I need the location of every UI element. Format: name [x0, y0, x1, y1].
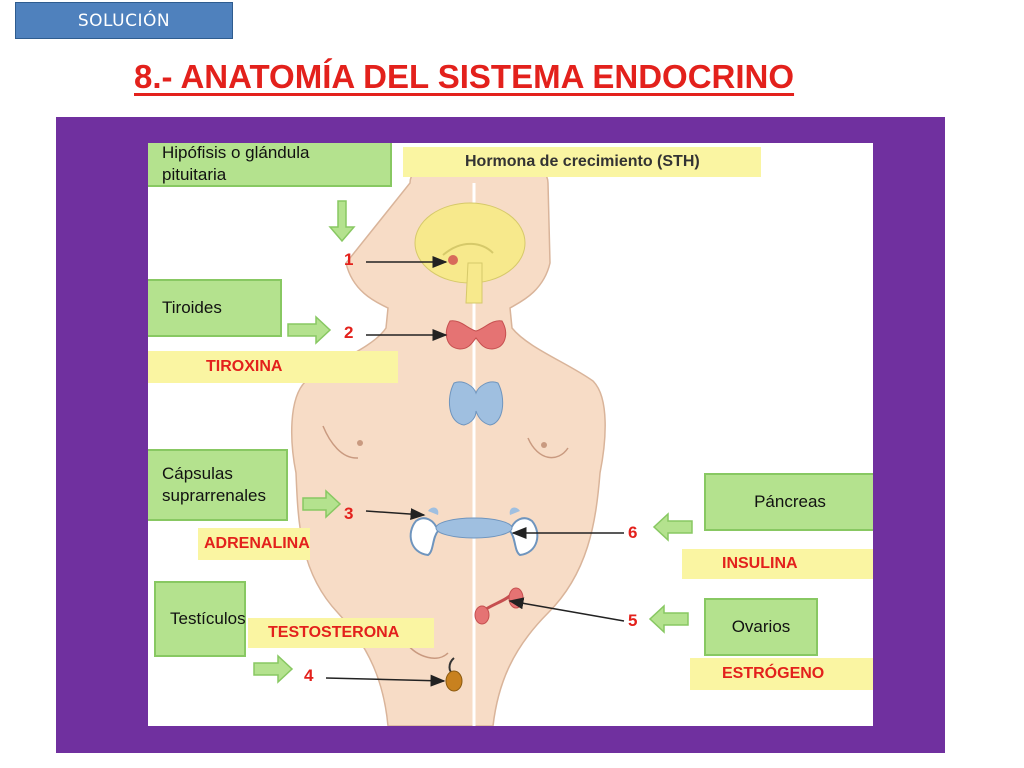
number-3: 3	[344, 504, 354, 523]
hormone-tiroxina: TIROXINA	[148, 351, 398, 383]
body-illustration	[253, 153, 693, 726]
thymus-icon	[448, 381, 504, 426]
hormone-adrenalina: ADRENALINA	[198, 528, 310, 560]
hormone-testosterona: TESTOSTERONA	[248, 618, 434, 648]
number-5: 5	[628, 611, 638, 630]
leader-lines	[325, 256, 625, 687]
thyroid-icon	[445, 320, 507, 350]
solution-button[interactable]: SOLUCIÓN	[15, 2, 233, 39]
page-title: 8.- ANATOMÍA DEL SISTEMA ENDOCRINO	[134, 58, 795, 95]
label-ovarios: Ovarios	[704, 598, 818, 656]
hormone-sth: Hormona de crecimiento (STH)	[403, 147, 761, 177]
label-hipofisis: Hipófisis o glándula pituitaria	[148, 143, 392, 187]
number-6: 6	[628, 523, 638, 542]
label-capsulas: Cápsulas suprarrenales	[148, 449, 288, 521]
endocrine-diagram: Hipófisis o glándula pituitaria Tiroides…	[148, 143, 873, 726]
number-4: 4	[304, 666, 314, 685]
testicle-icon	[445, 657, 463, 692]
number-1: 1	[344, 250, 354, 269]
green-arrows	[253, 200, 693, 684]
hormone-insulina: INSULINA	[682, 549, 873, 579]
hormone-estrogeno: ESTRÓGENO	[690, 658, 873, 690]
label-pancreas: Páncreas	[704, 473, 873, 531]
label-testiculos: Testículos	[154, 581, 246, 657]
number-2: 2	[344, 323, 354, 342]
label-tiroides: Tiroides	[148, 279, 282, 337]
